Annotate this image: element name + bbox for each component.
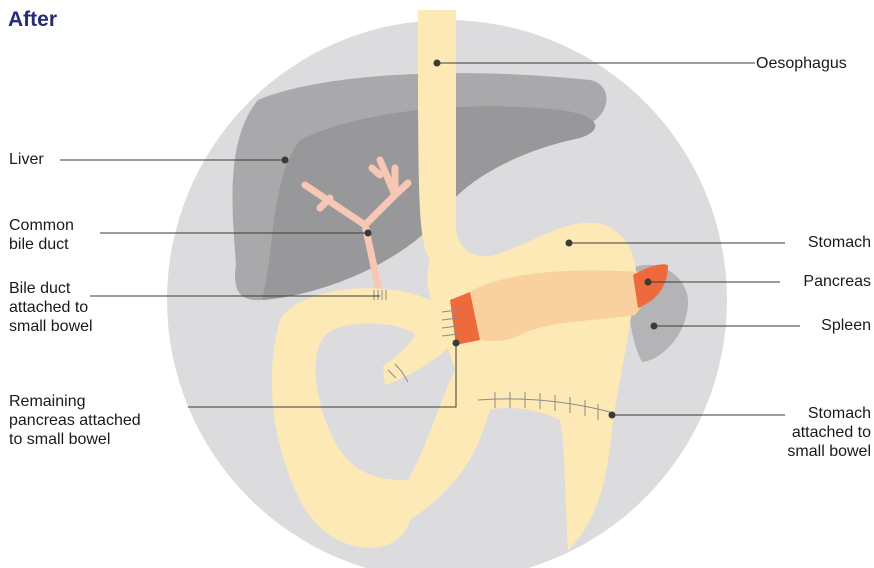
label-remaining-pancreas: Remaining pancreas attached to small bow… [9, 392, 141, 449]
label-line: Pancreas [803, 272, 871, 291]
label-line: Oesophagus [756, 54, 847, 73]
label-bile-duct-attached: Bile duct attached to small bowel [9, 279, 93, 336]
label-line: attached to [9, 298, 93, 317]
label-pancreas: Pancreas [803, 272, 871, 291]
label-line: small bowel [9, 317, 93, 336]
page-heading: After [8, 8, 57, 32]
label-line: Common [9, 216, 74, 235]
label-line: to small bowel [9, 430, 141, 449]
label-line: Stomach [787, 404, 871, 423]
label-line: Remaining [9, 392, 141, 411]
label-stomach-attached: Stomach attached to small bowel [787, 404, 871, 461]
label-common-bile-duct: Common bile duct [9, 216, 74, 254]
label-spleen: Spleen [821, 316, 871, 335]
label-line: bile duct [9, 235, 74, 254]
label-stomach: Stomach [808, 233, 871, 252]
label-line: pancreas attached [9, 411, 141, 430]
label-liver: Liver [9, 150, 44, 169]
label-line: attached to [787, 423, 871, 442]
label-oesophagus: Oesophagus [756, 54, 847, 73]
label-line: small bowel [787, 442, 871, 461]
label-line: Stomach [808, 233, 871, 252]
label-line: Bile duct [9, 279, 93, 298]
label-line: Liver [9, 150, 44, 169]
label-line: Spleen [821, 316, 871, 335]
